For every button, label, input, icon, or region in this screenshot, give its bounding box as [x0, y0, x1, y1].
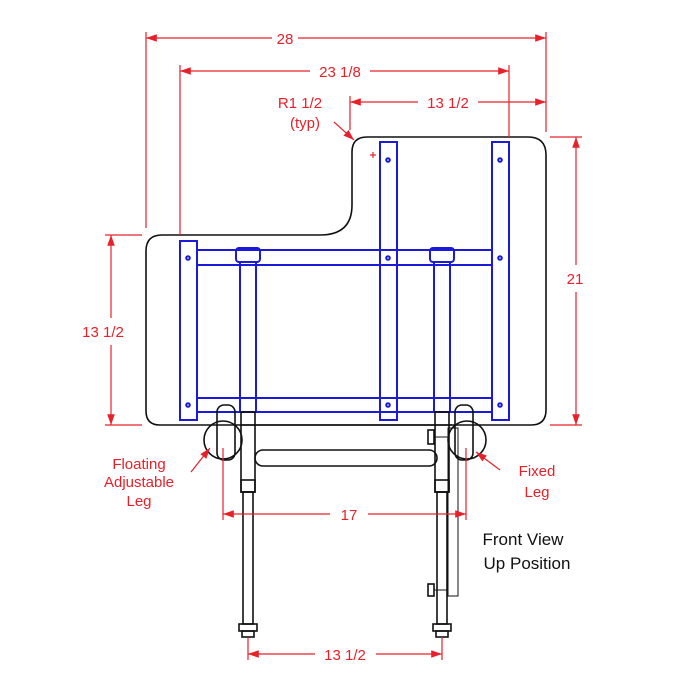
seat-frame [179, 141, 510, 421]
view-label: Front View Up Position [483, 530, 571, 573]
svg-text:Leg: Leg [126, 493, 151, 510]
frame-rail [379, 141, 398, 421]
dim-radius: R1 1/2 [278, 95, 322, 112]
svg-text:Floating: Floating [112, 456, 165, 473]
floating-leg-callout: Floating Adjustable Leg [104, 456, 174, 510]
frame-rail [179, 240, 198, 421]
dim-left-height: 13 1/2 [82, 324, 124, 341]
dim-radius-note: (typ) [290, 115, 320, 132]
leg-assembly [203, 404, 487, 638]
dim-rail-span: 23 1/8 [319, 64, 361, 81]
svg-text:Adjustable: Adjustable [104, 474, 174, 491]
right-wall-bracket [447, 420, 487, 460]
dim-overall-width: 28 [277, 31, 294, 48]
dimension-lines [105, 32, 582, 660]
dim-foot-span: 13 1/2 [324, 647, 366, 664]
svg-text:Leg: Leg [524, 484, 549, 501]
frame-rail [491, 141, 510, 421]
dim-overall-height: 21 [567, 271, 584, 288]
svg-text:Fixed: Fixed [519, 463, 556, 480]
svg-text:Up Position: Up Position [484, 554, 571, 573]
dim-top-section: 13 1/2 [427, 95, 469, 112]
seat-outline [145, 136, 547, 426]
svg-text:Front View: Front View [483, 530, 565, 549]
dim-leg-span: 17 [341, 507, 358, 524]
fixed-leg-callout: Fixed Leg [519, 463, 556, 501]
